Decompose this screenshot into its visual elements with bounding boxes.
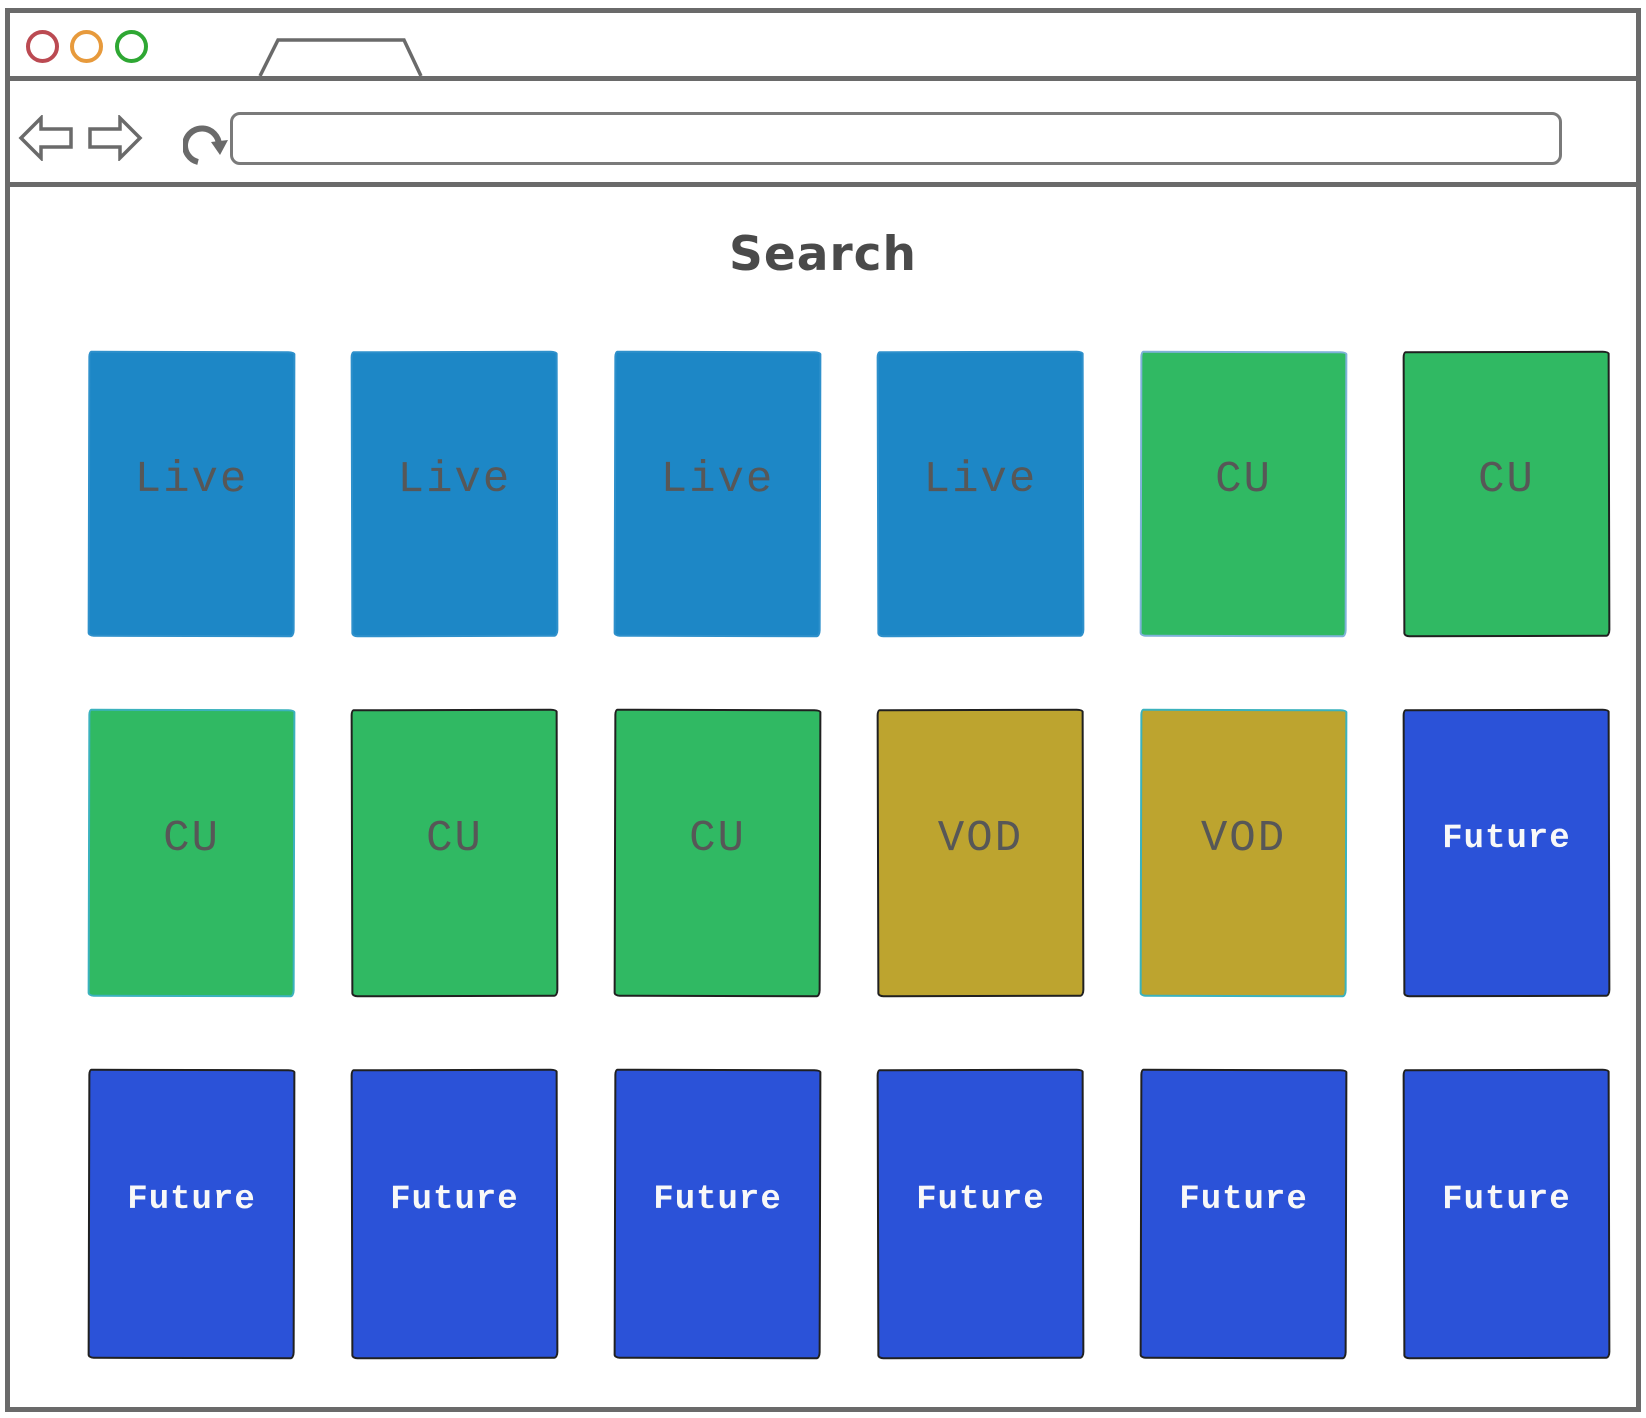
- card-label: CU: [1477, 454, 1535, 505]
- traffic-light-red-icon[interactable]: [26, 30, 59, 63]
- card-label: VOD: [1200, 813, 1287, 864]
- card-cu[interactable]: CU: [87, 708, 296, 998]
- reload-button[interactable]: [183, 112, 231, 168]
- page-content: Search Live Live Live Live CU CU CU CU C…: [10, 187, 1636, 1408]
- card-cu[interactable]: CU: [613, 708, 822, 998]
- card-label: Future: [1179, 1180, 1308, 1219]
- card-label: Future: [1442, 1180, 1571, 1219]
- back-arrow-icon: [18, 115, 73, 161]
- card-vod[interactable]: VOD: [876, 708, 1085, 998]
- card-future[interactable]: Future: [613, 1068, 822, 1360]
- reload-icon: [183, 125, 228, 165]
- forward-arrow-icon: [88, 115, 143, 161]
- card-label: CU: [1215, 454, 1273, 505]
- card-label: Live: [134, 454, 249, 506]
- card-label: CU: [689, 813, 747, 864]
- card-future[interactable]: Future: [350, 1068, 559, 1360]
- browser-tab[interactable]: [10, 13, 1636, 76]
- card-cu[interactable]: CU: [1139, 350, 1348, 638]
- card-label: Future: [653, 1180, 782, 1219]
- card-live[interactable]: Live: [350, 350, 559, 638]
- cards-grid: Live Live Live Live CU CU CU CU CU VOD V…: [87, 350, 1611, 1360]
- traffic-light-orange-icon[interactable]: [70, 30, 103, 63]
- card-label: Future: [1442, 819, 1571, 858]
- card-future[interactable]: Future: [876, 1068, 1085, 1360]
- card-future[interactable]: Future: [1402, 1068, 1611, 1360]
- traffic-light-green-icon[interactable]: [115, 30, 148, 63]
- card-future[interactable]: Future: [1139, 1068, 1348, 1360]
- back-button[interactable]: [18, 115, 74, 161]
- card-label: VOD: [937, 813, 1024, 864]
- card-label: Future: [390, 1180, 519, 1219]
- url-input[interactable]: [230, 112, 1562, 165]
- card-vod[interactable]: VOD: [1139, 708, 1348, 998]
- card-cu[interactable]: CU: [350, 708, 559, 998]
- browser-window: Search Live Live Live Live CU CU CU CU C…: [5, 8, 1641, 1412]
- card-label: CU: [425, 813, 483, 864]
- card-cu[interactable]: CU: [1402, 350, 1611, 638]
- card-label: Live: [397, 454, 512, 506]
- card-live[interactable]: Live: [613, 350, 822, 638]
- card-future[interactable]: Future: [87, 1068, 296, 1360]
- card-future[interactable]: Future: [1402, 708, 1611, 998]
- forward-button[interactable]: [87, 115, 143, 161]
- page-title: Search: [729, 227, 917, 282]
- card-label: Live: [923, 454, 1038, 506]
- card-live[interactable]: Live: [87, 350, 296, 638]
- card-label: Future: [916, 1180, 1045, 1219]
- card-label: Live: [660, 454, 775, 506]
- card-label: Future: [127, 1180, 256, 1219]
- browser-titlebar: [10, 13, 1636, 81]
- browser-navbar: [10, 81, 1636, 187]
- card-live[interactable]: Live: [876, 350, 1085, 638]
- card-label: CU: [163, 813, 221, 864]
